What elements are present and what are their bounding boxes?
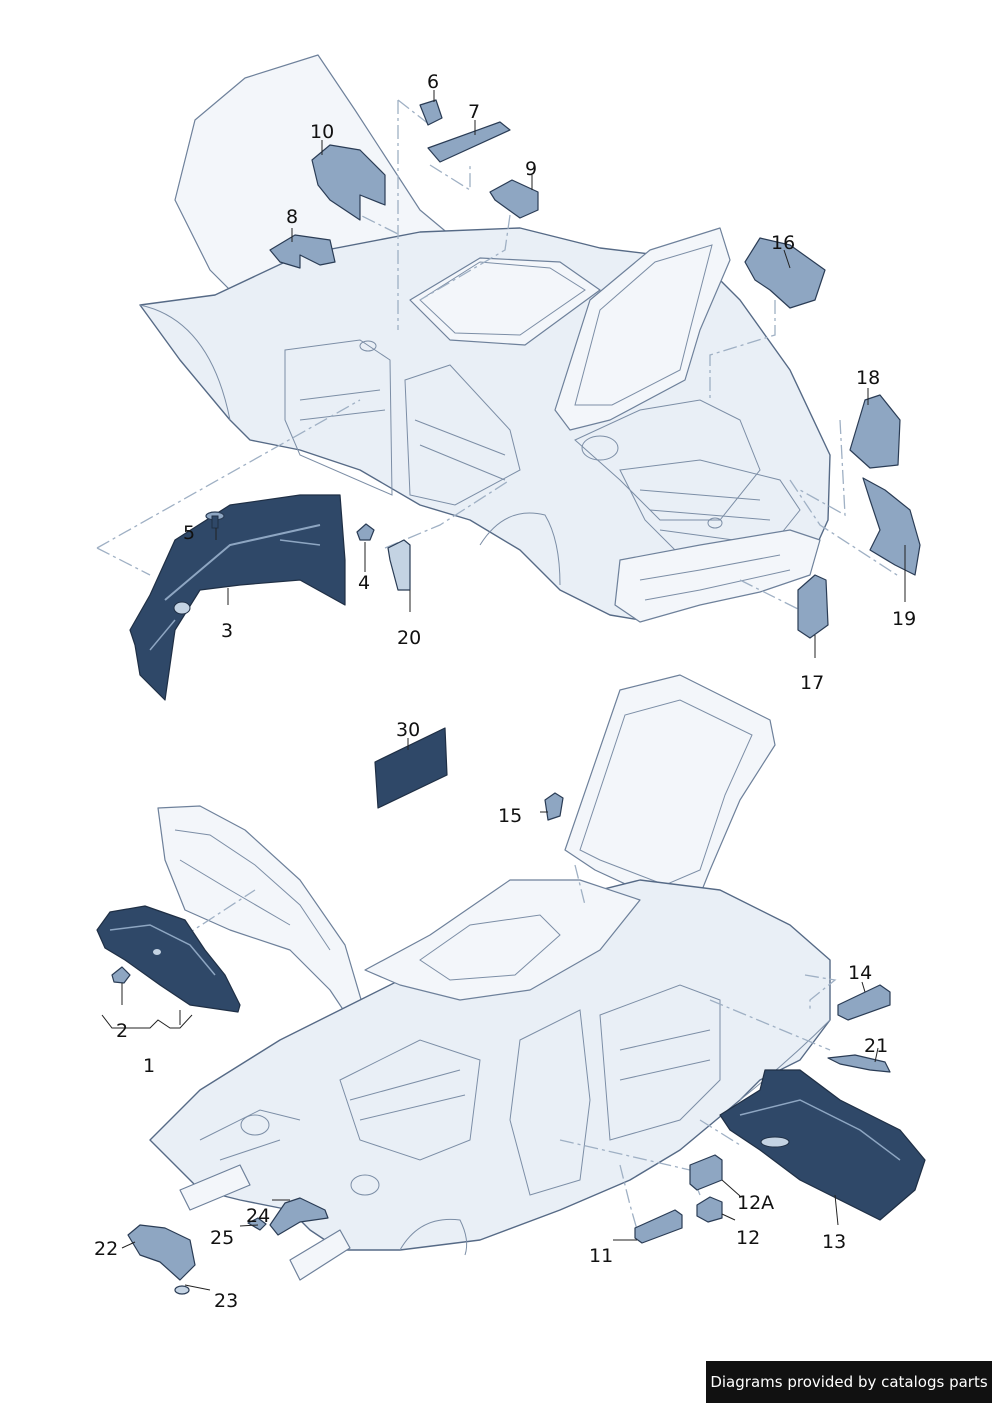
- part-11-strip: [634, 1209, 683, 1244]
- callout-10: 10: [310, 121, 334, 143]
- part-13-floor-insulation: [719, 1069, 926, 1221]
- part-12-block: [696, 1196, 723, 1223]
- part-4-clip: [356, 523, 375, 541]
- part-3-wheel-arch-liner: [129, 494, 346, 701]
- part-9-foam-block: [489, 179, 539, 219]
- callout-20: 20: [397, 627, 421, 649]
- part-15-block: [544, 792, 564, 821]
- callout-14: 14: [848, 962, 872, 984]
- part-19-bracket: [862, 477, 921, 576]
- part-14-strip: [837, 984, 891, 1021]
- callout-7: 7: [468, 101, 480, 123]
- callout-24: 24: [246, 1205, 270, 1227]
- callout-15: 15: [498, 805, 522, 827]
- callout-22: 22: [94, 1238, 118, 1260]
- part-24-bracket: [269, 1197, 329, 1236]
- callout-12: 12: [736, 1227, 760, 1249]
- part-20-bracket: [387, 539, 411, 591]
- callout-4: 4: [358, 572, 370, 594]
- callout-3: 3: [221, 620, 233, 642]
- callout-13: 13: [822, 1231, 846, 1253]
- part-25-clip: [247, 1217, 267, 1231]
- part-30-sound-pad: [374, 727, 448, 809]
- callout-18: 18: [856, 367, 880, 389]
- part-6-block: [419, 99, 443, 126]
- leader-lines: [101, 90, 906, 1291]
- callout-12a: 12A: [737, 1192, 774, 1214]
- callout-23: 23: [214, 1290, 238, 1312]
- part-12a-block: [689, 1154, 723, 1191]
- callout-8: 8: [286, 206, 298, 228]
- attribution-banner: Diagrams provided by catalogs parts: [706, 1361, 992, 1403]
- upper-car-body: [139, 54, 831, 623]
- part-8-u-shape: [269, 234, 336, 269]
- attribution-text: Diagrams provided by catalogs parts: [710, 1373, 988, 1391]
- part-18-bracket: [849, 394, 901, 469]
- callout-30: 30: [396, 719, 420, 741]
- lower-car-body: [149, 674, 831, 1281]
- part-17-block: [797, 574, 829, 639]
- callout-5: 5: [183, 522, 195, 544]
- callout-16: 16: [771, 232, 795, 254]
- part-10-foam-piece: [311, 144, 386, 221]
- callout-11: 11: [589, 1245, 613, 1267]
- part-21-bracket: [827, 1054, 891, 1073]
- callout-2: 2: [116, 1020, 128, 1042]
- part-16-foam-piece: [744, 237, 826, 309]
- part-1-hood-insulation: [96, 905, 241, 1013]
- part-23-plug: [174, 1285, 190, 1295]
- callout-6: 6: [427, 71, 439, 93]
- callout-9: 9: [525, 158, 537, 180]
- part-5-screw: [205, 511, 225, 529]
- part-7-insulation-strip: [427, 121, 511, 163]
- callout-21: 21: [864, 1035, 888, 1057]
- callout-19: 19: [892, 608, 916, 630]
- callout-1: 1: [143, 1055, 155, 1077]
- callout-25: 25: [210, 1227, 234, 1249]
- part-2-clip: [111, 966, 131, 984]
- part-22-bracket: [127, 1224, 196, 1281]
- callout-labels: 6 7 10 9 8 16 18 5 4 3 20 19 17 30 15 14…: [94, 71, 916, 1312]
- callout-17: 17: [800, 672, 824, 694]
